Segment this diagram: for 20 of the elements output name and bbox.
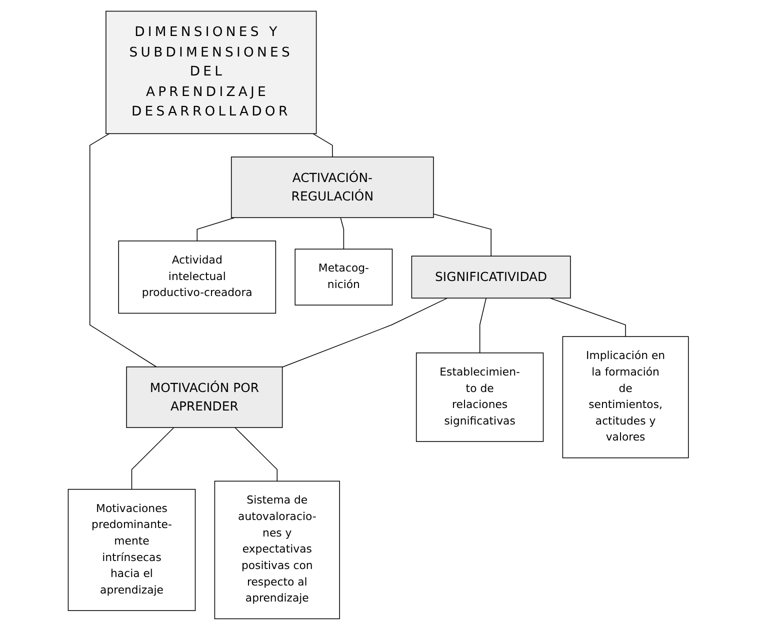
connector bbox=[433, 214, 492, 256]
connector bbox=[90, 133, 157, 368]
node-box: Metacog- nición bbox=[294, 248, 393, 306]
connector bbox=[340, 217, 344, 250]
connector bbox=[196, 217, 236, 242]
node-box: Motivaciones predominante- mente intrínsecas hacia el aprendizaje bbox=[68, 488, 196, 611]
node-box: ACTIVACIÓN-REGULACIÓN bbox=[231, 156, 434, 218]
connector bbox=[132, 427, 175, 490]
node-box: Establecimien- to de relaciones significativas bbox=[416, 352, 544, 442]
node-box: MOTIVACIÓN POR APRENDER bbox=[126, 366, 283, 428]
node-box: SIGNIFICATIVIDAD bbox=[412, 256, 572, 298]
connector bbox=[550, 298, 626, 337]
connector bbox=[480, 298, 487, 354]
connector bbox=[312, 133, 333, 158]
node-box: DIMENSIONES Y SUBDIMENSIONES DEL APRENDIZAJE DESARROLLADOR bbox=[106, 10, 317, 134]
connector bbox=[234, 427, 278, 482]
connector bbox=[282, 298, 448, 368]
node-box: Actividad intelectual productivo-creadora bbox=[118, 240, 276, 314]
node-box: Sistema de autovaloracio- nes y expectativas positivas con respecto al aprendizaje bbox=[214, 480, 340, 620]
node-box: Implicación en la formación de sentimientos, actitudes y valores bbox=[562, 336, 689, 458]
